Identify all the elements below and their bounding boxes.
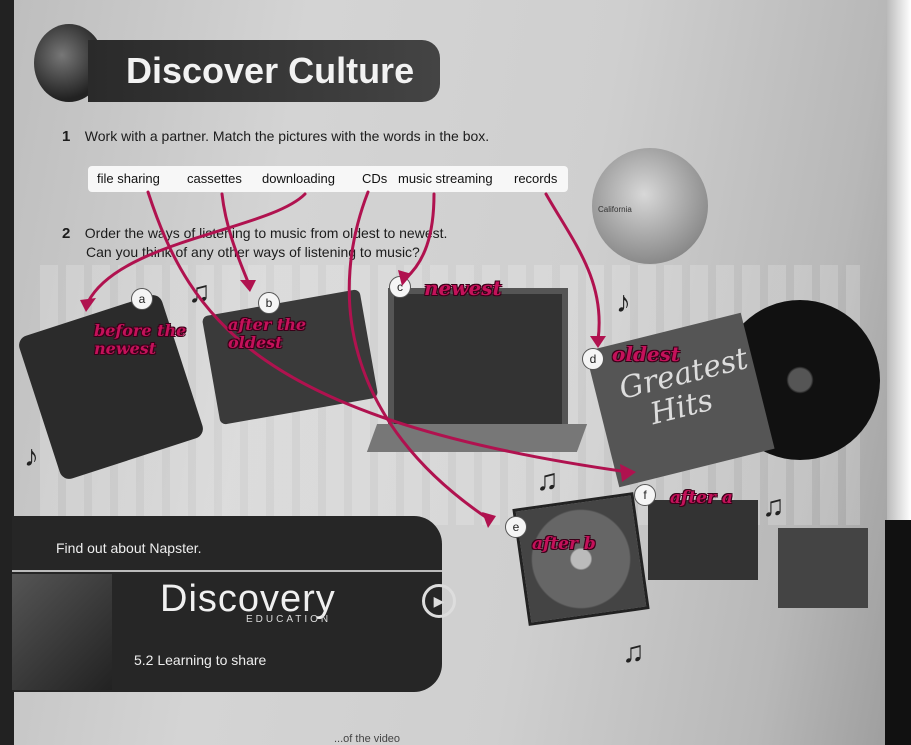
play-icon[interactable]: ▶	[422, 584, 456, 618]
annotation-a: before the newest	[94, 321, 187, 358]
exercise-2: 2 Order the ways of listening to music f…	[62, 225, 447, 243]
picture-label-f: f	[634, 484, 656, 506]
music-note-icon: ♫	[536, 464, 559, 497]
page-title: Discover Culture	[126, 50, 415, 91]
exercise-2-line1: Order the ways of listening to music fro…	[84, 225, 448, 241]
music-note-icon: ♪	[24, 440, 39, 473]
photo-edge-left	[0, 0, 14, 745]
picture-label-b: b	[258, 292, 280, 314]
word-music-streaming: music streaming	[398, 171, 493, 186]
picture-label-c: c	[389, 276, 411, 298]
music-note-icon: ♫	[762, 490, 785, 523]
globe-label: California	[598, 205, 632, 214]
video-divider	[12, 570, 442, 572]
exercise-2-line2: Can you think of any other ways of liste…	[86, 244, 420, 260]
cd-image	[512, 492, 650, 626]
exercise-1-number: 1	[62, 128, 71, 145]
word-cassettes: cassettes	[187, 171, 242, 186]
music-note-icon: ♫	[622, 636, 645, 669]
file-sharing-monitor-1	[648, 500, 758, 580]
laptop-streaming-image	[388, 288, 568, 436]
music-note-icon: ♫	[188, 276, 211, 309]
video-intro: Find out about Napster.	[56, 540, 202, 556]
annotation-c: newest	[424, 276, 502, 300]
file-sharing-monitor-2	[778, 528, 868, 608]
picture-label-e: e	[505, 516, 527, 538]
word-box	[88, 166, 568, 192]
exercise-1: 1 Work with a partner. Match the picture…	[62, 128, 489, 146]
discovery-education-label: EDUCATION	[246, 614, 332, 625]
laptop-base	[366, 424, 588, 452]
word-file-sharing: file sharing	[97, 171, 160, 186]
discovery-logo: Discovery	[160, 578, 336, 620]
annotation-e: after b	[532, 534, 596, 554]
word-downloading: downloading	[262, 171, 336, 186]
exercise-1-text: Work with a partner. Match the pictures …	[84, 128, 490, 144]
word-records: records	[514, 171, 558, 186]
annotation-f: after a	[670, 488, 733, 508]
exercise-2-number: 2	[62, 225, 71, 242]
picture-label-d: d	[582, 348, 604, 370]
annotation-b: after the oldest	[228, 315, 307, 352]
title-banner	[88, 40, 440, 102]
video-episode-title: 5.2 Learning to share	[134, 652, 267, 668]
video-thumbnail[interactable]	[12, 574, 112, 690]
picture-label-a: a	[131, 288, 153, 310]
photo-shadow	[885, 520, 911, 745]
footer-text: ...of the video	[334, 733, 401, 745]
music-note-icon: ♪	[616, 286, 631, 319]
annotation-d: oldest	[612, 342, 681, 366]
word-cds: CDs	[362, 171, 388, 186]
